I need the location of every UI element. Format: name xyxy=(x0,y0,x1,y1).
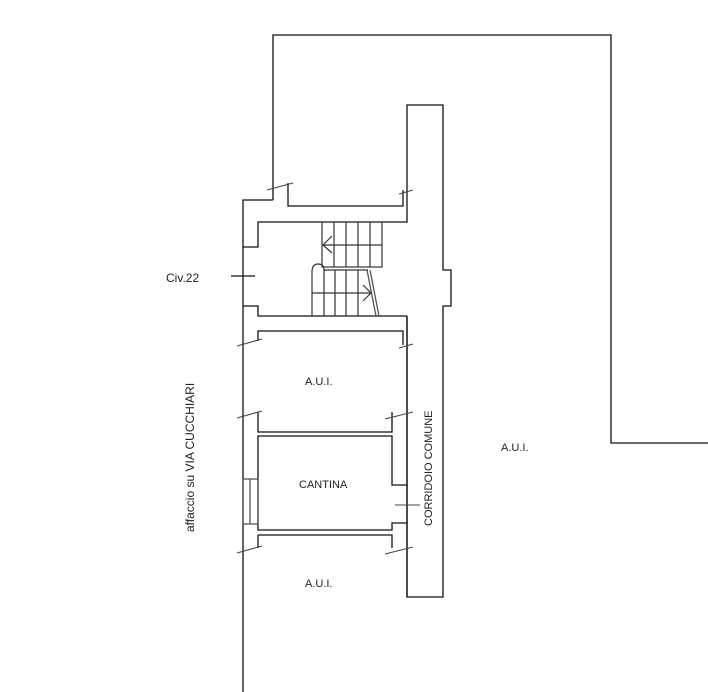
civic-number-label: Civ.22 xyxy=(166,271,199,285)
door-marks xyxy=(236,182,414,555)
outer-boundary xyxy=(272,34,708,444)
room-upper-label: A.U.I. xyxy=(305,376,333,388)
staircase xyxy=(311,221,383,317)
street-wall xyxy=(242,199,273,692)
landing-walls xyxy=(243,104,452,598)
room-cantina xyxy=(242,435,420,548)
room-lower-label: A.U.I. xyxy=(305,578,333,590)
corridor-label: CORRIDOIO COMUNE xyxy=(423,411,435,527)
room-right-label: A.U.I. xyxy=(501,442,529,454)
room-aui-upper xyxy=(257,316,408,597)
street-facing-label: affaccio su VIA CUCCHIARI xyxy=(183,383,197,532)
room-cantina-label: CANTINA xyxy=(299,479,348,491)
